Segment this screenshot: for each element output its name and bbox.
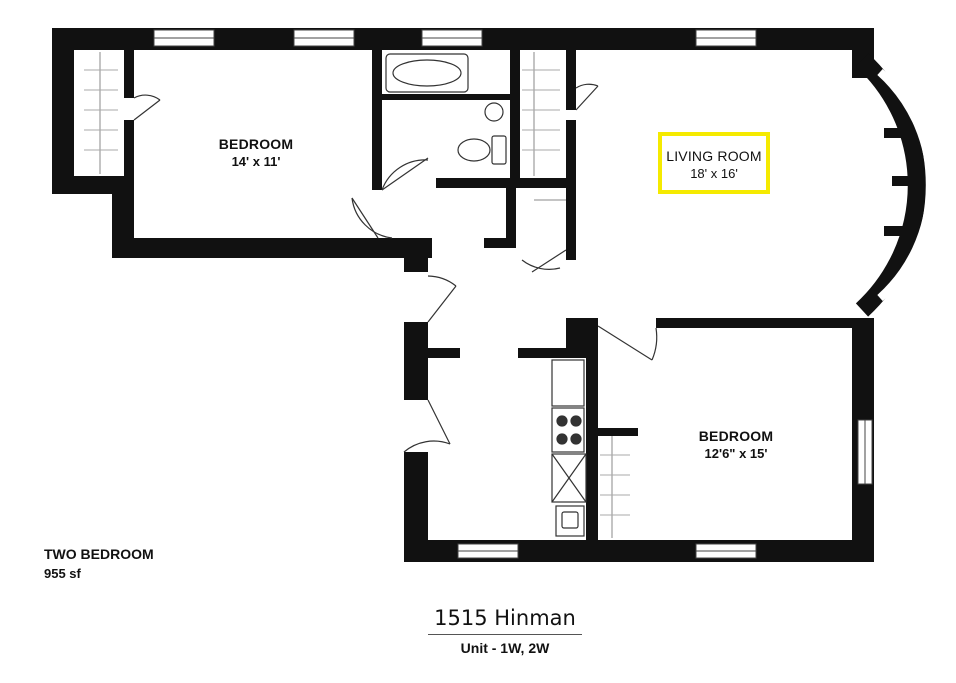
- unit-numbers: Unit - 1W, 2W: [460, 640, 550, 656]
- room-name: BEDROOM: [698, 428, 774, 444]
- bay-window: [855, 53, 926, 317]
- living-room-highlight: [658, 132, 770, 194]
- closets: [99, 52, 613, 538]
- room-living: LIVING ROOM 18' x 16': [660, 148, 768, 182]
- address-underline: [428, 634, 582, 635]
- room-dimensions: 18' x 16': [690, 166, 738, 181]
- walls: [52, 28, 874, 562]
- closet-ticks: [84, 69, 630, 516]
- building-address: 1515 Hinman: [434, 606, 576, 630]
- doors: [133, 83, 658, 453]
- room-name: BEDROOM: [218, 136, 294, 152]
- room-dimensions: 14' x 11': [231, 154, 281, 169]
- kitchen-fixtures: [551, 359, 587, 537]
- unit-type: TWO BEDROOM: [44, 546, 154, 562]
- room-bedroom-se: BEDROOM 12'6" x 15': [676, 428, 796, 462]
- room-name: LIVING ROOM: [666, 148, 762, 164]
- unit-area: 955 sf: [44, 566, 81, 581]
- room-bedroom-nw: BEDROOM 14' x 11': [196, 136, 316, 170]
- room-dimensions: 12'6" x 15': [704, 446, 768, 461]
- bath-fixtures: [385, 53, 507, 165]
